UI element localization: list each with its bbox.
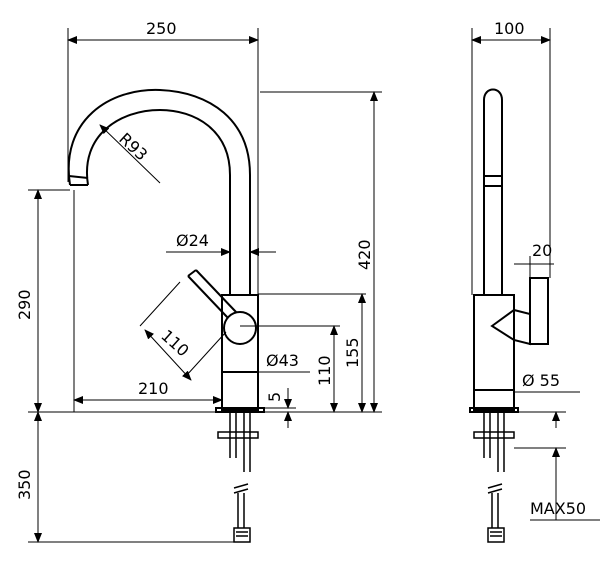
faucet-spout [67, 88, 251, 295]
dim-label-43: Ø43 [266, 351, 299, 370]
dim-tube-24: Ø24 [166, 231, 276, 256]
side-body [469, 277, 549, 413]
mounting-hose [217, 412, 259, 543]
dim-side-width-100: 100 [471, 19, 551, 295]
dim-max-50: MAX50 [514, 411, 600, 521]
dim-label-55: Ø 55 [522, 371, 560, 390]
side-hose [473, 412, 515, 543]
dim-base-5: 5 [264, 388, 296, 428]
dim-label-20: 20 [532, 241, 552, 260]
dim-height-155: 155 [258, 293, 366, 413]
dim-label-110-lever: 110 [157, 326, 192, 361]
dim-label-r93: R93 [115, 129, 151, 164]
dim-height-420: 420 [260, 91, 382, 413]
dim-radius-r93: R93 [99, 124, 161, 184]
dim-base-55: Ø 55 [514, 371, 580, 393]
dim-label-5: 5 [265, 392, 284, 402]
dim-hose-350: 350 [15, 411, 234, 543]
dim-width-250: 250 [67, 19, 259, 405]
dim-label-max50: MAX50 [530, 499, 586, 518]
dim-body-43: Ø43 [258, 351, 310, 373]
dim-label-155: 155 [343, 337, 362, 368]
dim-lever-width-20: 20 [514, 241, 554, 278]
dim-label-290: 290 [15, 289, 34, 320]
dim-label-420: 420 [355, 239, 374, 270]
dim-height-110: 110 [240, 325, 340, 413]
dim-height-290: 290 [15, 189, 70, 413]
faucet-body [215, 294, 265, 413]
side-spout [483, 88, 503, 295]
dim-label-100: 100 [494, 19, 525, 38]
faucet-lever [187, 269, 237, 319]
front-view: 250 R93 290 420 Ø24 [15, 19, 382, 543]
dim-lever-110: 110 [139, 281, 227, 381]
dim-label-350: 350 [15, 469, 34, 500]
side-view: 100 20 Ø 55 MAX50 [469, 19, 600, 543]
dim-reach-210: 210 [73, 379, 223, 404]
dim-label-24: Ø24 [176, 231, 209, 250]
dim-label-210: 210 [138, 379, 169, 398]
dim-label-110-height: 110 [315, 355, 334, 386]
dim-label-250: 250 [146, 19, 177, 38]
